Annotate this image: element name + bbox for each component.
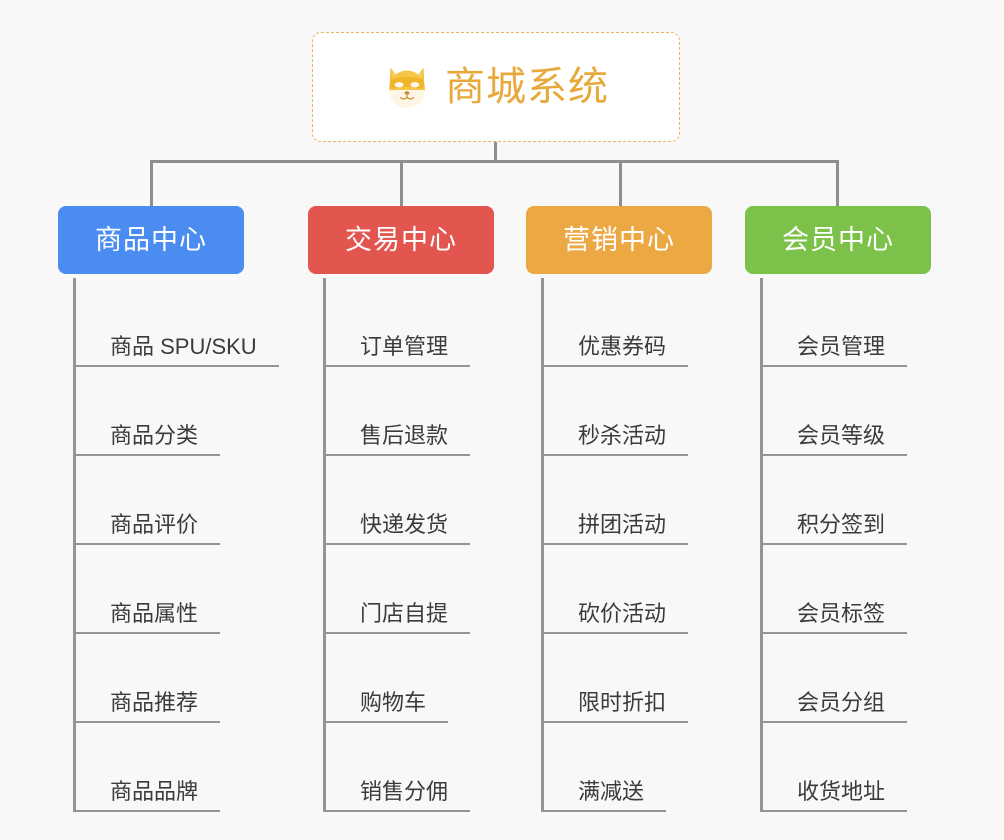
leaf-item[interactable]: 销售分佣 <box>326 723 494 812</box>
leaf-label: 优惠券码 <box>578 333 667 359</box>
leaf-label: 限时折扣 <box>578 689 667 715</box>
shiba-dog-face-icon <box>389 67 425 108</box>
branch-column-1: 商品中心 商品 SPU/SKU 商品分类 商品评价 商品属性 商品推荐 商品品牌 <box>58 206 279 812</box>
leaf-label: 快递发货 <box>360 511 449 537</box>
leaf-item[interactable]: 拼团活动 <box>544 456 712 545</box>
leaf-label: 会员等级 <box>797 422 886 448</box>
leaf-item[interactable]: 门店自提 <box>326 545 494 634</box>
leaf-label: 商品 SPU/SKU <box>110 333 257 359</box>
leaf-item[interactable]: 快递发货 <box>326 456 494 545</box>
leaf-item[interactable]: 商品评价 <box>76 456 244 545</box>
leaf-item[interactable]: 售后退款 <box>326 367 494 456</box>
category-label-1: 商品中心 <box>95 224 207 255</box>
category-box-4[interactable]: 会员中心 <box>745 206 931 274</box>
leaf-label: 商品推荐 <box>110 689 199 715</box>
leaf-label: 订单管理 <box>360 333 449 359</box>
branch-column-4: 会员中心 会员管理 会员等级 积分签到 会员标签 会员分组 收货地址 <box>745 206 931 812</box>
branch-column-2: 交易中心 订单管理 售后退款 快递发货 门店自提 购物车 销售分佣 <box>308 206 494 812</box>
root-title: 商城系统 <box>445 65 609 109</box>
leaf-rail-1: 商品 SPU/SKU 商品分类 商品评价 商品属性 商品推荐 商品品牌 <box>73 278 279 812</box>
branch-column-3: 营销中心 优惠券码 秒杀活动 拼团活动 砍价活动 限时折扣 满减送 <box>526 206 712 812</box>
leaf-item[interactable]: 满减送 <box>544 723 712 812</box>
leaf-label: 商品评价 <box>110 511 199 537</box>
connector-drop-3 <box>619 160 622 206</box>
leaf-item[interactable]: 会员等级 <box>763 367 931 456</box>
leaf-label: 秒杀活动 <box>578 422 667 448</box>
leaf-item[interactable]: 商品推荐 <box>76 634 244 723</box>
category-label-3: 营销中心 <box>563 224 675 255</box>
category-label-4: 会员中心 <box>782 224 894 255</box>
category-label-2: 交易中心 <box>345 224 457 255</box>
connector-drop-2 <box>400 160 403 206</box>
leaf-item[interactable]: 商品 SPU/SKU <box>76 278 279 367</box>
leaf-rail-4: 会员管理 会员等级 积分签到 会员标签 会员分组 收货地址 <box>760 278 931 812</box>
category-box-3[interactable]: 营销中心 <box>526 206 712 274</box>
leaf-label: 会员标签 <box>797 600 886 626</box>
leaf-item[interactable]: 订单管理 <box>326 278 494 367</box>
leaf-label: 会员分组 <box>797 689 886 715</box>
leaf-label: 售后退款 <box>360 422 449 448</box>
leaf-label: 砍价活动 <box>578 600 667 626</box>
leaf-rail-2: 订单管理 售后退款 快递发货 门店自提 购物车 销售分佣 <box>323 278 494 812</box>
leaf-label: 积分签到 <box>797 511 886 537</box>
leaf-label: 商品属性 <box>110 600 199 626</box>
leaf-rail-3: 优惠券码 秒杀活动 拼团活动 砍价活动 限时折扣 满减送 <box>541 278 712 812</box>
category-box-2[interactable]: 交易中心 <box>308 206 494 274</box>
leaf-label: 门店自提 <box>360 600 449 626</box>
leaf-label: 商品分类 <box>110 422 199 448</box>
leaf-item[interactable]: 会员标签 <box>763 545 931 634</box>
leaf-item[interactable]: 会员管理 <box>763 278 931 367</box>
leaf-item[interactable]: 商品分类 <box>76 367 244 456</box>
leaf-item[interactable]: 会员分组 <box>763 634 931 723</box>
leaf-label: 购物车 <box>360 689 427 715</box>
leaf-item[interactable]: 收货地址 <box>763 723 931 812</box>
connector-drop-4 <box>836 160 839 206</box>
leaf-label: 收货地址 <box>797 778 886 804</box>
connector-drop-1 <box>150 160 153 206</box>
leaf-label: 满减送 <box>578 778 645 804</box>
leaf-item[interactable]: 砍价活动 <box>544 545 712 634</box>
leaf-item[interactable]: 商品品牌 <box>76 723 244 812</box>
leaf-item[interactable]: 优惠券码 <box>544 278 712 367</box>
leaf-item[interactable]: 秒杀活动 <box>544 367 712 456</box>
leaf-label: 会员管理 <box>797 333 886 359</box>
leaf-item[interactable]: 限时折扣 <box>544 634 712 723</box>
leaf-item[interactable]: 商品属性 <box>76 545 244 634</box>
connector-horizontal-bus <box>150 160 838 163</box>
connector-root-stem <box>494 142 497 163</box>
root-node[interactable]: 商城系统 <box>312 32 680 142</box>
leaf-label: 拼团活动 <box>578 511 667 537</box>
leaf-label: 商品品牌 <box>110 778 199 804</box>
category-box-1[interactable]: 商品中心 <box>58 206 244 274</box>
leaf-item[interactable]: 积分签到 <box>763 456 931 545</box>
leaf-item[interactable]: 购物车 <box>326 634 494 723</box>
leaf-label: 销售分佣 <box>360 778 449 804</box>
